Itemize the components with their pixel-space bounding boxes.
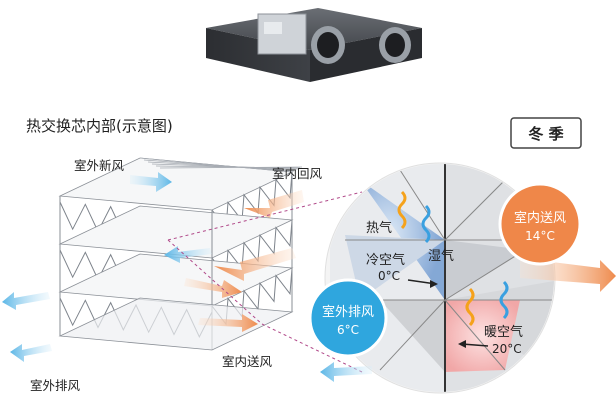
label-indoor-supply-air: 室内送风 [222, 354, 273, 369]
label-outdoor-exhaust-air: 室外排风 [30, 378, 81, 393]
supply-air-badge: 室内送风 14°C [498, 182, 616, 292]
exhaust-arrow-2 [10, 344, 52, 362]
heat-wave-icon-2 [465, 287, 475, 327]
core-fin-part [155, 165, 301, 169]
exhaust-arrow-1 [2, 292, 50, 310]
zoom-cold-air: 冷空气 [366, 252, 405, 268]
warm-arrow-3 [198, 314, 258, 332]
season-badge-label: 冬 季 [528, 125, 563, 143]
zoom-cold-temp: 0°C [378, 269, 400, 283]
heat-wave-icon [397, 190, 407, 230]
season-badge: 冬 季 [510, 117, 582, 149]
exhaust-circle-label: 室外排风 [322, 304, 374, 320]
label-outdoor-fresh-air: 室外新风 [74, 158, 125, 173]
zoom-hot-air: 热气 [366, 220, 392, 236]
exhaust-circle-temp: 6°C [337, 323, 359, 337]
zoom-warm-air: 暖空气 [484, 324, 523, 340]
supply-circle-label: 室内送风 [514, 210, 566, 226]
zoom-warm-temp: 20°C [492, 342, 522, 356]
core-fin-part [58, 297, 294, 351]
moisture-wave-icon [421, 204, 431, 244]
ventilation-unit-image [206, 8, 422, 82]
fresh-air-arrow [130, 172, 172, 192]
zoom-connectors [167, 191, 363, 373]
return-air-arrow [244, 190, 304, 218]
airflow-arrows [2, 172, 304, 362]
zoom-humid-air: 湿气 [428, 248, 454, 264]
moisture-wave-icon-2 [499, 280, 509, 320]
label-indoor-return-air: 室内回风 [272, 166, 323, 181]
warm-arrow-1 [214, 248, 296, 281]
exhaust-air-badge: 室外排风 6°C [308, 278, 388, 382]
exhaust-arrow-3 [164, 246, 212, 263]
core-fin-part [159, 166, 303, 169]
core-fin-part [151, 163, 299, 170]
diagram-title: 热交换芯内部(示意图) [26, 117, 173, 135]
supply-circle-temp: 14°C [525, 229, 555, 243]
